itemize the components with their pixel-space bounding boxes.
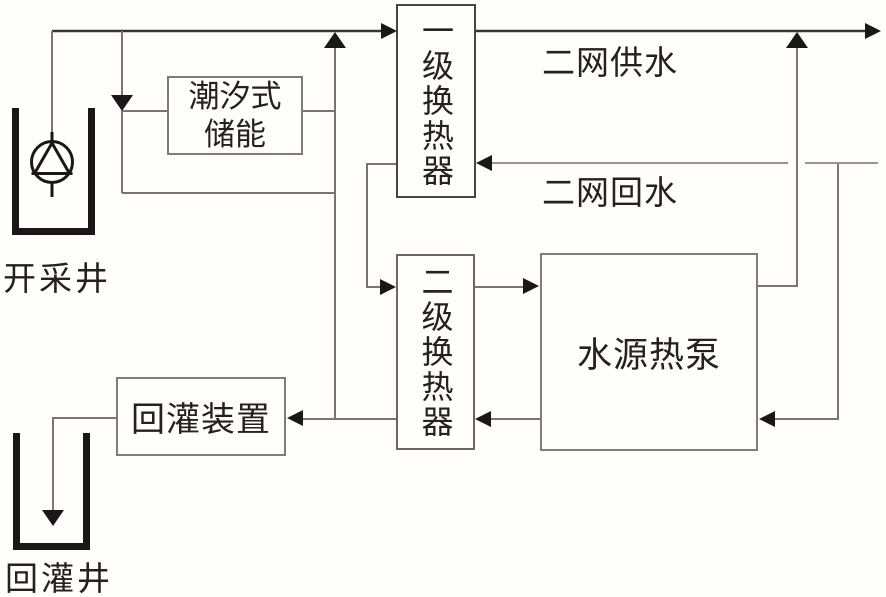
arrow-right-into-pump-icon <box>523 278 539 294</box>
arrow-left-into-hx2-icon <box>475 411 491 427</box>
production-well-icon <box>12 108 95 235</box>
hx1-to-hx2-line <box>366 163 397 288</box>
arrow-down-into-well-icon <box>42 510 64 526</box>
secondary-network-return-label: 二网回水 <box>542 176 678 212</box>
reinjection-well-icon <box>13 433 90 550</box>
pump-icon <box>30 132 74 197</box>
primary-heat-exchanger-box: 一级换热器 <box>396 4 476 198</box>
tidal-storage-label: 潮汐式 储能 <box>188 78 282 152</box>
tidal-storage-box: 潮汐式 储能 <box>167 76 303 155</box>
arrow-down-storage-icon <box>111 95 133 111</box>
primary-heat-exchanger-label: 一级换热器 <box>418 13 454 189</box>
heat-pump-label: 水源热泵 <box>576 335 721 375</box>
production-well-label: 开采井 <box>3 262 111 298</box>
return-to-pump-line <box>773 163 839 420</box>
arrow-right-into-hx1-icon <box>381 23 397 39</box>
reinjection-well-label: 回灌井 <box>5 562 113 597</box>
arrow-left-into-hx1-icon <box>476 155 492 171</box>
arrow-right-supply-end-icon <box>865 23 881 39</box>
reinjection-device-box: 回灌装置 <box>116 377 286 456</box>
flow-arrow-icons <box>42 23 881 526</box>
arrow-up-bypass-icon <box>324 32 346 48</box>
arrow-left-into-pump-icon <box>759 411 775 427</box>
pump-to-supply-riser <box>758 46 798 287</box>
flow-lines <box>51 31 839 512</box>
arrow-left-into-reinjection-icon <box>287 410 303 426</box>
reinjection-to-well-line <box>52 417 117 512</box>
arrow-up-pump-supply-icon <box>786 32 808 48</box>
secondary-heat-exchanger-label: 二级换热器 <box>417 264 454 440</box>
reinjection-device-label: 回灌装置 <box>131 402 271 439</box>
secondary-network-supply-label: 二网供水 <box>542 46 678 82</box>
arrow-right-into-hx2-icon <box>380 279 396 295</box>
heat-pump-box: 水源热泵 <box>540 253 758 451</box>
secondary-heat-exchanger-box: 二级换热器 <box>396 254 475 450</box>
